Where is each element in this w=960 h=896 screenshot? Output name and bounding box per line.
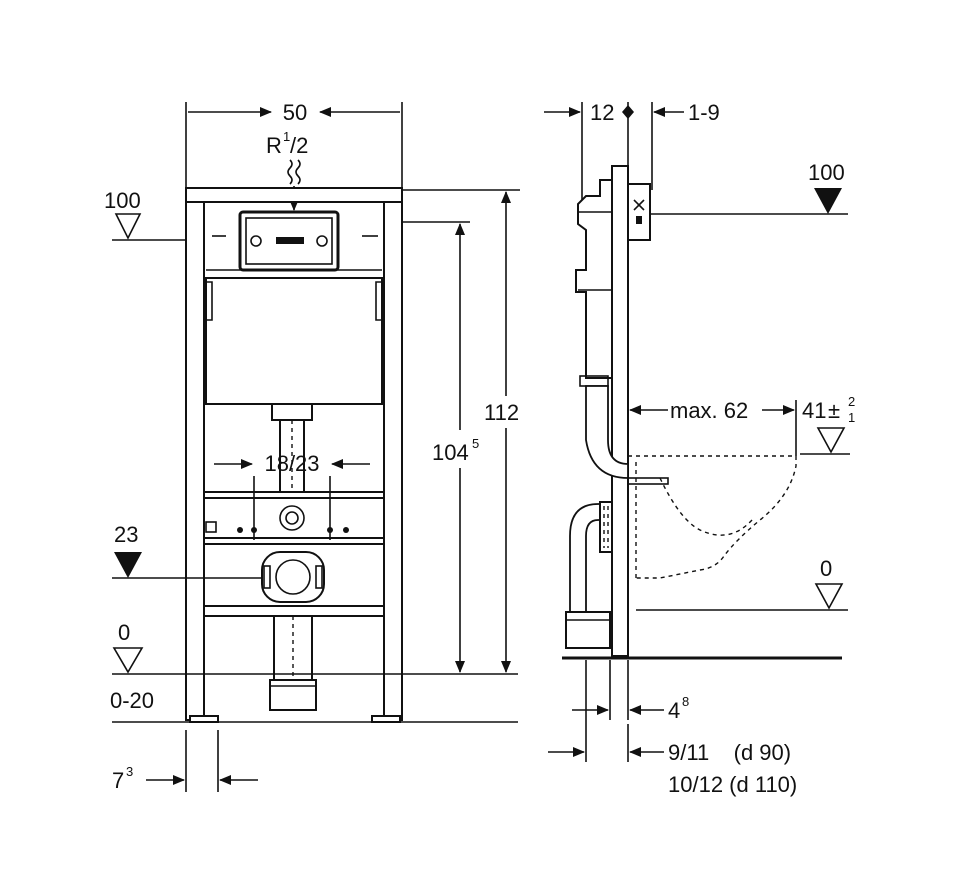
foot-label: 7	[112, 768, 124, 793]
crossbar-upper	[203, 491, 385, 499]
offset-label: 4	[668, 698, 680, 723]
waste-spacing-dimension: 18/23	[214, 451, 370, 476]
depth-1-9-label: 1-9	[688, 100, 720, 125]
flush-plate	[238, 210, 340, 272]
level-100-front: 100	[104, 188, 186, 241]
left-foot	[189, 715, 219, 723]
flush-pipe-head	[271, 403, 313, 421]
side-view: 12 1-9 100	[544, 100, 855, 797]
side-waste-bend	[569, 503, 613, 613]
wall-hung-bowl	[628, 455, 797, 579]
level-0-front: 0	[112, 620, 518, 675]
bowl-depth-dimension: max. 62	[627, 390, 797, 456]
pipe-d110-label: 10/12 (d 110)	[668, 772, 797, 797]
right-post	[383, 201, 403, 721]
width-dimension: 50	[185, 100, 403, 190]
side-waste-end	[565, 611, 611, 649]
level-100-side-label: 100	[808, 160, 845, 185]
waste-connector	[261, 551, 325, 603]
level-0-side-label: 0	[820, 556, 832, 581]
bowl-height-label: 41 ± 2 1	[800, 394, 855, 455]
width-label: 50	[283, 100, 307, 125]
front-view: 50 R 1 /2	[104, 100, 520, 793]
level-100-front-label: 100	[104, 188, 141, 213]
level-100-side: 100	[650, 160, 848, 215]
crossbar-lower	[203, 605, 385, 617]
thread-main: R	[266, 133, 282, 158]
floor-range-label: 0-20	[110, 688, 154, 713]
height-dimension-112: 112	[484, 191, 519, 673]
waste-pipe-end	[269, 679, 317, 711]
crossbar-middle	[203, 537, 385, 545]
height-total-label: 112	[484, 400, 519, 425]
height-inner-sup: 5	[472, 436, 479, 451]
bowl-height-main: 41	[802, 398, 826, 423]
level-0-side: 0	[636, 556, 848, 611]
depth-dimension-1-9: 1-9	[651, 100, 720, 190]
cistern-body	[205, 277, 383, 405]
height-inner-label: 104	[432, 440, 469, 465]
foot-dimension: 7 3	[112, 730, 258, 793]
bowl-height-pm: ±	[828, 398, 840, 423]
height-dimension-104: 104 5	[432, 223, 479, 673]
top-rail	[185, 187, 403, 203]
offset-dimension: 4 8	[572, 660, 689, 723]
offset-sup: 8	[682, 694, 689, 709]
side-flush-plate	[627, 183, 651, 241]
support-bolt	[627, 477, 669, 485]
waste-spacing-label: 18/23	[264, 451, 319, 476]
max-62-label: max. 62	[670, 398, 748, 423]
side-cistern	[575, 179, 613, 379]
left-post	[185, 201, 205, 721]
level-23-label: 23	[114, 522, 138, 547]
right-foot	[371, 715, 401, 723]
foot-sup: 3	[126, 764, 133, 779]
level-0-front-label: 0	[118, 620, 130, 645]
level-23: 23	[112, 522, 262, 579]
pipe-d90-label: 9/11 (d 90)	[668, 740, 791, 765]
side-frame-post	[611, 165, 629, 657]
bowl-height-plus: 2	[848, 394, 855, 409]
pipe-offset-dimension: 9/11 (d 90) 10/12 (d 110)	[548, 660, 797, 797]
side-waste-socket	[599, 501, 613, 553]
side-flush-bend	[585, 385, 629, 479]
bowl-height-minus: 1	[848, 410, 855, 425]
thread-sup: 1	[283, 129, 290, 144]
thread-sub: /2	[290, 133, 308, 158]
depth-12-label: 12	[590, 100, 614, 125]
